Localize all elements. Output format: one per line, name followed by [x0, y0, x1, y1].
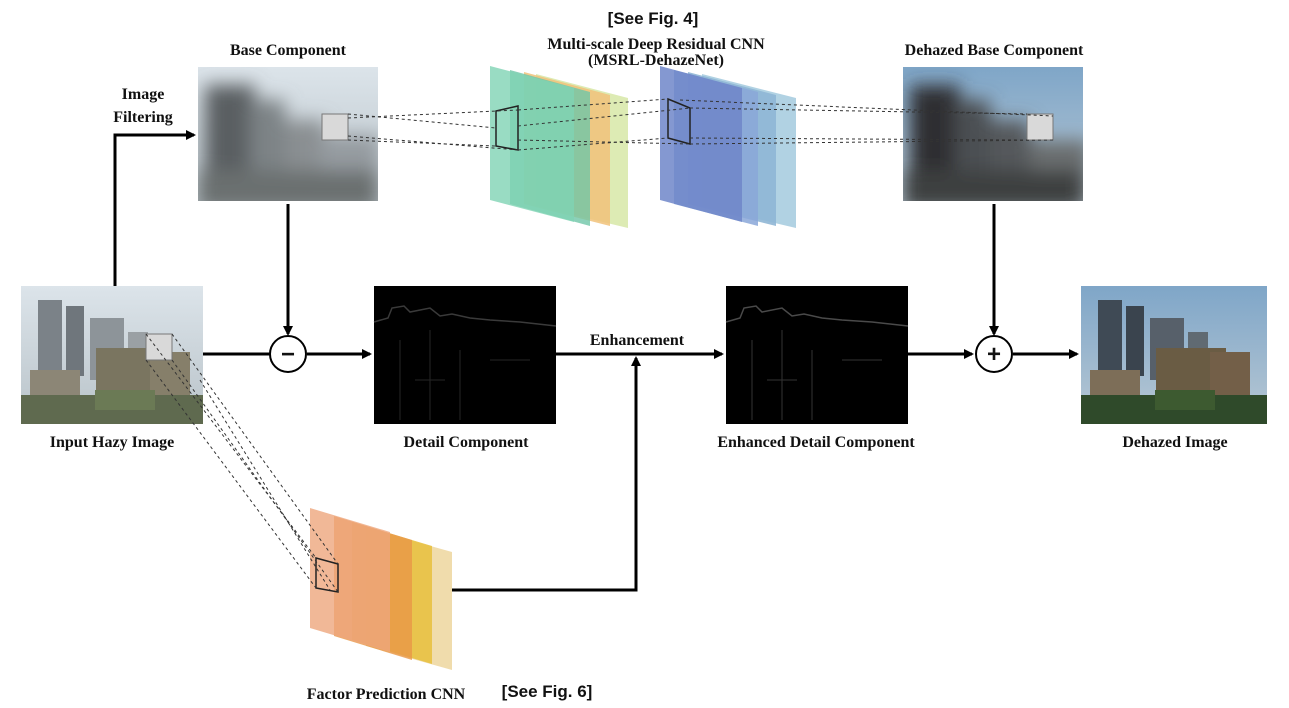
image-filtering-label-line2: Filtering [113, 109, 173, 126]
base-component-image [198, 67, 378, 201]
dehazed-image-label: Dehazed Image [1122, 434, 1227, 451]
msrl-layer-stack-a [490, 66, 628, 228]
subtract-operator: − [269, 335, 307, 373]
dehazed-base-component-image [903, 67, 1083, 201]
enhanced-detail-component-label: Enhanced Detail Component [717, 434, 915, 451]
factor-prediction-layer-stack [310, 508, 452, 670]
input-hazy-image-label: Input Hazy Image [50, 434, 174, 451]
factor-projection-lines [145, 333, 339, 593]
detail-component-image [373, 286, 557, 424]
msrl-projection-lines [347, 98, 1054, 151]
msrl-layer-stack-b [660, 66, 796, 228]
detail-component-label: Detail Component [404, 434, 530, 451]
msrl-title-line1: Multi-scale Deep Residual CNN [547, 36, 765, 53]
see-fig6-label: [See Fig. 6] [502, 682, 593, 701]
see-fig4-label: [See Fig. 4] [608, 9, 699, 28]
dehazed-output-image [1081, 286, 1267, 424]
image-filtering-label-line1: Image [122, 86, 165, 103]
subtract-symbol: − [281, 341, 295, 368]
add-symbol: + [987, 341, 1001, 368]
enhancement-label: Enhancement [590, 332, 685, 349]
enhanced-detail-component-image [725, 286, 909, 424]
factor-prediction-cnn-label: Factor Prediction CNN [307, 686, 466, 703]
base-component-label: Base Component [230, 42, 347, 59]
factor-to-enhancement-arrow [452, 356, 641, 592]
input-hazy-image [21, 286, 203, 424]
msrl-title-line2: (MSRL-DehazeNet) [588, 52, 724, 69]
add-operator: + [975, 335, 1013, 373]
image-filtering-arrow [113, 130, 196, 286]
dehazed-base-component-label: Dehazed Base Component [905, 42, 1084, 59]
